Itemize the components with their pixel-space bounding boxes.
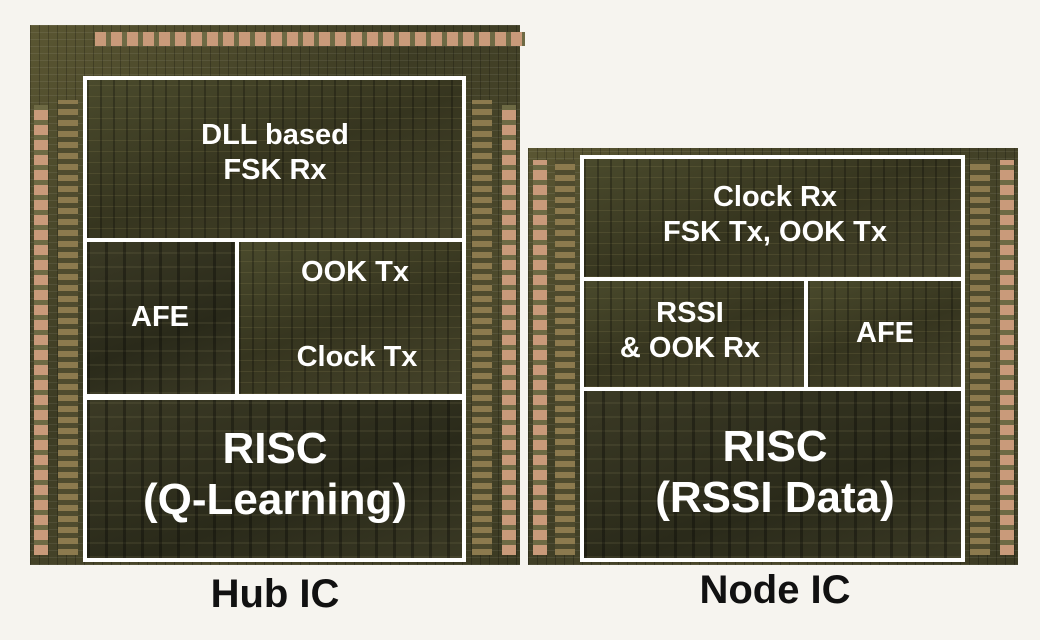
hub-risc-label: RISC (Q-Learning): [143, 424, 407, 524]
hub-left-pads: [34, 105, 48, 555]
hub-afe-label: AFE: [131, 301, 189, 333]
hub-clock-tx-label: Clock Tx: [296, 341, 418, 373]
node-afe-label: AFE: [856, 317, 914, 349]
hub-top-pads: [95, 32, 525, 46]
node-ic-caption: Node IC: [699, 568, 851, 612]
node-rssi-ook-rx-block: [580, 277, 808, 391]
hub-right-pads: [502, 105, 516, 555]
node-rssi-ook-rx-label: RSSI & OOK Rx: [619, 297, 761, 364]
node-left-pads: [533, 160, 547, 555]
node-risc-block: [580, 387, 965, 562]
node-clock-rx-label: Clock Rx FSK Tx, OOK Tx: [663, 181, 887, 248]
node-clock-rx-block: [580, 155, 965, 281]
node-afe-block: [804, 277, 965, 391]
node-right-io: [970, 160, 990, 555]
hub-ook-clock-tx-block: [235, 238, 466, 398]
hub-ook-tx-label: OOK Tx: [301, 256, 409, 288]
hub-right-io: [472, 100, 492, 555]
hub-dll-fsk-rx-label: DLL based FSK Rx: [201, 119, 349, 186]
node-right-pads: [1000, 160, 1014, 555]
hub-risc-block: [83, 396, 466, 562]
hub-left-io: [58, 100, 78, 555]
hub-ic-caption: Hub IC: [210, 572, 340, 616]
node-left-io: [555, 160, 575, 555]
node-risc-label: RISC (RSSI Data): [655, 422, 895, 522]
